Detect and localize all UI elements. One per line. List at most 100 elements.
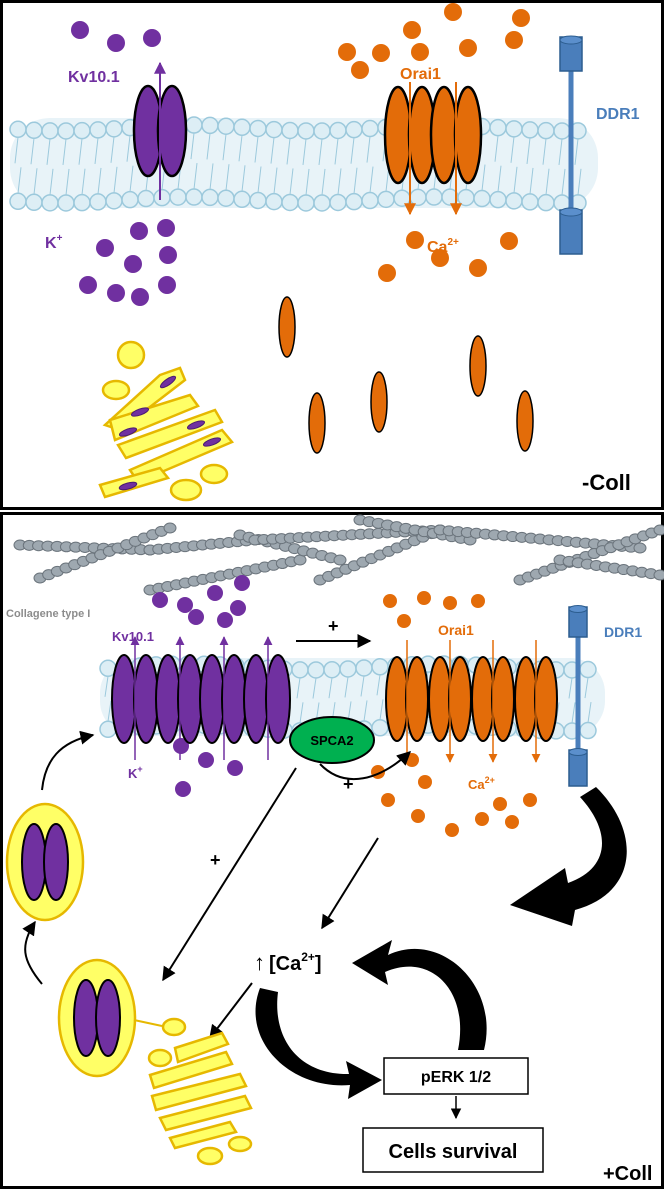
kv10-subunit (221, 654, 247, 744)
lipid-tail (110, 136, 118, 193)
lipid-head (25, 121, 43, 140)
calcium-ion (469, 259, 487, 277)
potassium-ion (207, 585, 223, 601)
lipid-head (489, 118, 507, 137)
lipid-head (521, 193, 539, 211)
plus-golgi: + (210, 850, 221, 870)
calcium-ion (411, 809, 425, 823)
plus-spca: + (343, 774, 354, 794)
calcium-ion (505, 31, 523, 49)
lipid-tail (542, 138, 550, 195)
thick-arrows (255, 787, 627, 1099)
collagen-fibers (13, 514, 664, 596)
lipid-head (265, 120, 283, 139)
kv10-subunit (265, 654, 291, 744)
lipid-head (217, 117, 235, 135)
spca-to-orai-arrow (319, 751, 412, 780)
lipid-head (329, 193, 347, 212)
lipid-tail (494, 135, 502, 192)
lipid-head (489, 190, 507, 209)
survival-label: Cells survival (389, 1141, 518, 1163)
lipid-head (57, 122, 75, 140)
potassium-ions (152, 575, 250, 797)
lipid-tail (104, 676, 112, 722)
collagen-bead (293, 554, 307, 566)
kv10-label: Kv10.1 (68, 69, 120, 86)
collagen-bead (633, 542, 647, 554)
lipid-tail (568, 677, 576, 724)
lipid-tail (254, 136, 262, 193)
calcium-ion (523, 793, 537, 807)
lipid-head (579, 721, 597, 740)
kv10-label: Kv10.1 (112, 629, 154, 644)
ddr1-label: DDR1 (604, 624, 642, 640)
lipid-head (553, 122, 571, 140)
lipid-tail (30, 138, 38, 195)
orai1-subunit (308, 392, 326, 454)
lipid-tail (526, 137, 534, 194)
lipid-tail (318, 138, 326, 196)
intracellular-orai1-pool (278, 296, 534, 454)
potassium-ion (107, 284, 125, 302)
potassium-ion (234, 575, 250, 591)
lipid-head (41, 194, 59, 212)
bottom-panel-frame (0, 512, 664, 1189)
lipid-tail (334, 138, 342, 195)
kv10-subunit (133, 654, 159, 744)
potassium-ion (96, 239, 114, 257)
potassium-ion (143, 29, 161, 47)
lipid-head (409, 188, 427, 207)
lipid-head (265, 192, 283, 211)
lipid-tail (302, 138, 310, 195)
potassium-ion (175, 781, 191, 797)
orai1-subunit (405, 656, 429, 742)
lipid-head (185, 116, 203, 134)
lipid-head (313, 194, 331, 212)
orai1-subunit (385, 656, 409, 742)
lipid-tail (238, 135, 246, 192)
orai1-subunit (491, 656, 515, 742)
orai-to-calcium-arrow (321, 837, 379, 930)
kv10-channel (132, 61, 188, 200)
lipid-head (371, 719, 389, 737)
lipid-heads (9, 116, 587, 212)
kv10-vesicle-lower (57, 958, 163, 1078)
lipid-head (537, 121, 555, 140)
lipid-head (89, 121, 107, 139)
lipid-head (425, 188, 443, 206)
calcium-level-label: ↑[Ca2+] (254, 950, 322, 975)
orai1-subunit (534, 656, 558, 742)
ddr1-receptor (559, 35, 583, 255)
collagen-bead (333, 554, 347, 566)
lipid-head (371, 658, 389, 676)
vesicle-recycle-arrow-up (22, 920, 43, 985)
calcium-ions (338, 3, 530, 282)
top-panel: Kv10.1 Orai1 DDR1 K+ Ca2+ -Coll (0, 0, 664, 510)
potassium-ion (227, 760, 243, 776)
calcium-ion (493, 797, 507, 811)
orai1-label: Orai1 (438, 622, 474, 638)
calcium-to-golgi-arrow (209, 982, 253, 1040)
lipid-head (73, 193, 91, 212)
lipid-head (329, 121, 347, 140)
lipid-head (297, 122, 315, 140)
kv10-subunit (177, 654, 203, 744)
potassium-ions (71, 21, 177, 306)
orai1-label: Orai1 (400, 66, 441, 83)
lipid-tail (360, 675, 368, 722)
potassium-ion (177, 597, 193, 613)
lipid-head (361, 191, 379, 210)
orai1-subunit (370, 371, 388, 433)
lipid-tail (376, 674, 384, 720)
lipid-head (457, 188, 475, 207)
calcium-ion (443, 596, 457, 610)
membrane-to-golgi-arrow (162, 767, 297, 982)
lipid-tail (366, 136, 374, 193)
calcium-ion (403, 21, 421, 39)
condition-label-no-collagen: -Coll (582, 470, 631, 495)
lipid-head (249, 191, 267, 210)
lipid-head (291, 661, 309, 679)
potassium-label: K+ (128, 764, 143, 781)
potassium-ion (198, 752, 214, 768)
